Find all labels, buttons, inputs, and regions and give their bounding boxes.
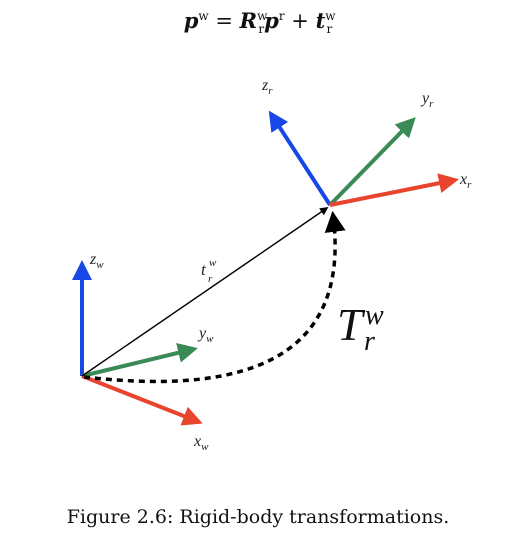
- eq-p: p: [183, 8, 199, 33]
- translation-label-sup: w: [209, 257, 217, 269]
- world-x-label: xw: [193, 433, 209, 453]
- transform-label-sup: w: [365, 300, 384, 331]
- eq-equals: =: [215, 9, 233, 33]
- robot-x-label: xr: [459, 171, 472, 191]
- robot-x-axis: [329, 173, 459, 207]
- translation-vector: [81, 207, 329, 377]
- eq-plus: +: [291, 9, 309, 33]
- translation-label: t: [201, 260, 207, 279]
- world-z-label: zw: [89, 251, 104, 271]
- eq-t-sup: w: [325, 9, 336, 23]
- world-x-axis: [81, 374, 203, 426]
- robot-z-label: zr: [261, 77, 273, 97]
- transform-label-sub: r: [364, 326, 375, 357]
- robot-y-axis: [328, 117, 416, 207]
- robot-z-axis: [268, 110, 332, 207]
- world-y-axis: [81, 343, 198, 378]
- figure-caption: Figure 2.6: Rigid-body transformations.: [66, 506, 450, 528]
- world-y-label: yw: [197, 325, 214, 345]
- translation-label-sub: r: [208, 273, 213, 285]
- eq-p2-sup: r: [278, 9, 285, 23]
- eq-R-sub: r: [258, 22, 265, 37]
- eq-p-sup: w: [198, 9, 209, 23]
- eq-p2: p: [264, 8, 279, 33]
- robot-y-label: yr: [420, 90, 434, 110]
- eq-R: R: [239, 8, 258, 33]
- eq-t-sub: r: [326, 22, 333, 37]
- equation: pw = Rwrpr + twr: [0, 8, 516, 36]
- eq-R-sup: w: [257, 9, 268, 23]
- eq-t: t: [315, 8, 326, 33]
- transform-label: T: [337, 299, 366, 350]
- transform-arc: [83, 210, 346, 384]
